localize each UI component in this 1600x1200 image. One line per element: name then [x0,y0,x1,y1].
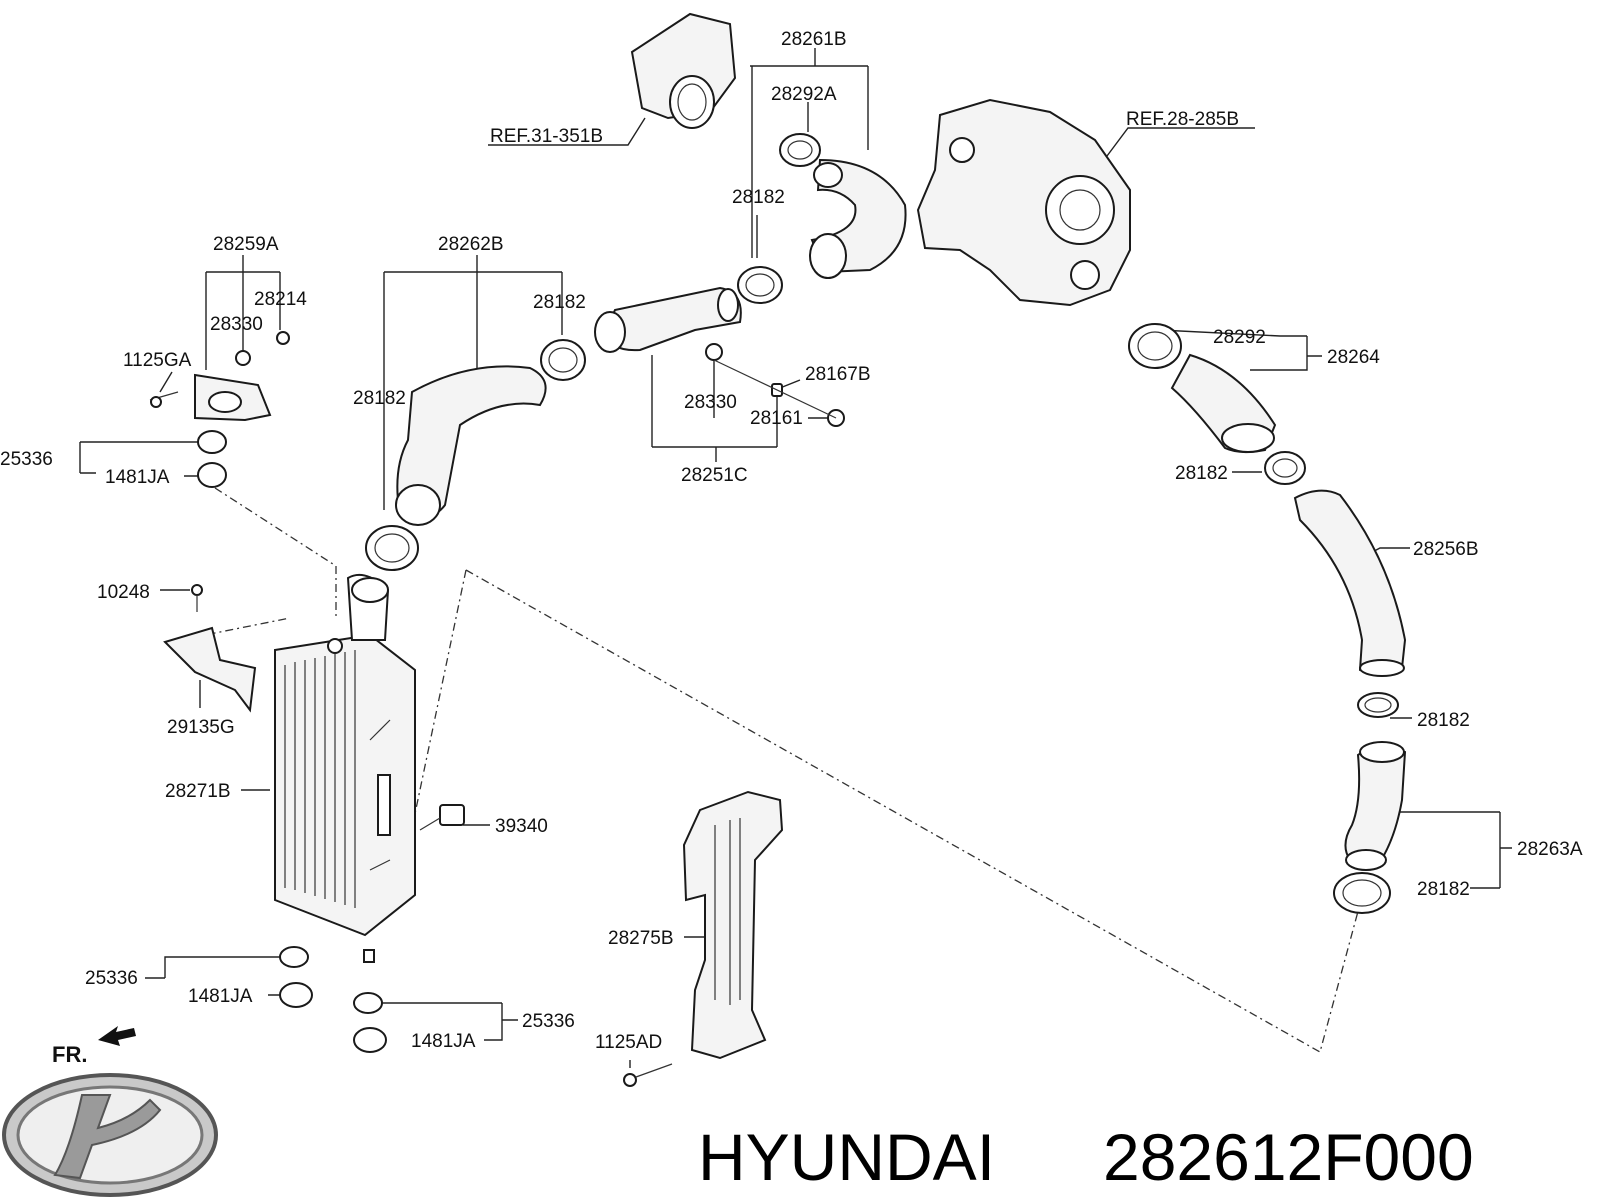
turbocharger-ref [916,98,1131,307]
callout-28167b: 28167B [805,364,871,385]
clamp-28292a [779,133,821,167]
callout-39340: 39340 [495,816,548,837]
bracket-29135g [163,626,257,713]
clamp-28182-left [365,525,419,571]
clamp-28182-right [1264,451,1306,485]
title-block: HYUNDAI 282612F000 [698,1120,1474,1194]
callout-28261b: 28261B [781,29,847,50]
callout-28214: 28214 [254,289,307,310]
hose-28261b [809,158,907,279]
callout-28264: 28264 [1327,347,1380,368]
callout-28271b: 28271B [165,781,231,802]
callout-1125ga: 1125GA [123,350,192,371]
front-arrow-icon [98,1026,136,1046]
clamp-28182-bottom-right [1333,872,1391,914]
callout-25336-a: 25336 [0,449,53,470]
pipe-28251c [594,286,742,361]
grommets-bottom [279,946,387,1053]
clamp-28182-mid [540,339,586,381]
sensor-39340 [419,804,465,831]
hyundai-logo [2,1073,218,1197]
sensor-28330-28161-28167b [713,359,845,427]
hose-28262b [395,365,547,526]
callout-1481ja-a: 1481JA [105,467,170,488]
callout-29135g: 29135G [167,717,235,738]
callout-28161: 28161 [750,408,803,429]
callout-28330-a: 28330 [210,314,263,335]
callout-28263a: 28263A [1517,839,1583,860]
throttle-body-ref [630,12,737,129]
callout-1481ja-b: 1481JA [188,986,253,1007]
hose-28264 [1170,353,1277,454]
callout-25336-c: 25336 [522,1011,575,1032]
pipe-28256b [1293,489,1407,677]
bracket-28259a [149,331,290,422]
callout-1481ja-c: 1481JA [411,1031,476,1052]
callout-28256b: 28256B [1413,539,1479,560]
callout-25336-b: 25336 [85,968,138,989]
ref-28-285b-label: REF.28-285B [1126,109,1239,130]
callout-28275b: 28275B [608,928,674,949]
hose-28263a [1344,741,1407,871]
callout-10248: 10248 [97,582,150,603]
callout-28330-b: 28330 [684,392,737,413]
callout-labels: REF.31-351B REF.28-285B 28261B 28292A 28… [0,29,1583,1067]
clamp-28292 [1128,323,1182,369]
callout-28251c: 28251C [681,465,748,486]
callout-28262b: 28262B [438,234,504,255]
ref-31-351b-label: REF.31-351B [490,126,603,147]
leader-lines [79,48,1512,1068]
bolt-10248 [191,584,203,612]
intercooler-28271b [274,574,416,937]
callout-28292: 28292 [1213,327,1266,348]
front-direction-label: FR. [52,1042,87,1067]
grommets-top [197,430,227,488]
brand-name: HYUNDAI [698,1120,995,1194]
callout-28182-c: 28182 [353,388,406,409]
callout-28182-f: 28182 [1417,879,1470,900]
callout-28182-b: 28182 [533,292,586,313]
air-guide-28275b [623,790,784,1087]
callout-28292a: 28292A [771,84,837,105]
clamp-28182-top [737,266,783,304]
callout-28259a: 28259A [213,234,279,255]
callout-28182-d: 28182 [1175,463,1228,484]
callout-28182-a: 28182 [732,187,785,208]
callout-28182-e: 28182 [1417,710,1470,731]
callout-1125ad: 1125AD [595,1032,662,1053]
clamp-28182-right-lower [1357,692,1399,718]
part-number: 282612F000 [1103,1120,1474,1194]
